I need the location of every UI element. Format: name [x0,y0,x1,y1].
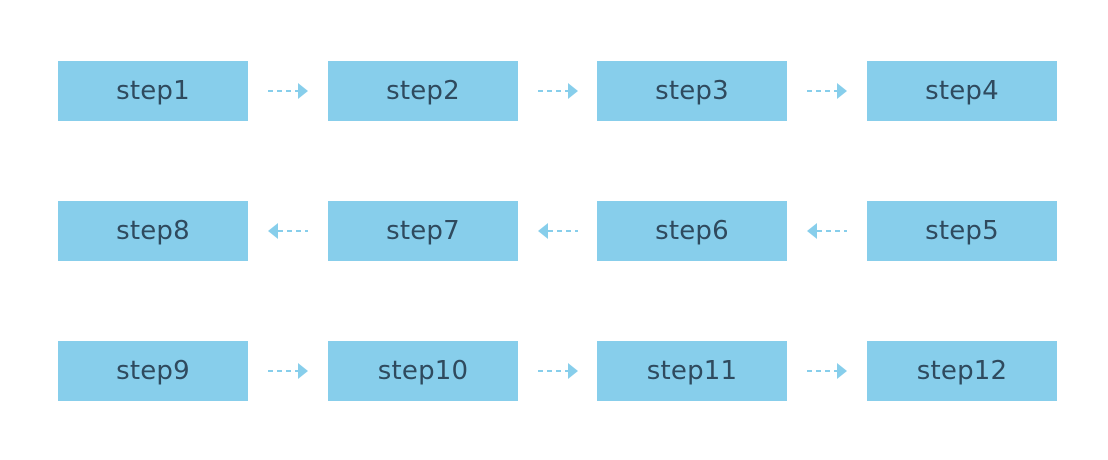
arrow-head [807,223,817,239]
arrow-left-icon [537,221,578,241]
arrow-right-icon [807,81,847,101]
arrow-right-icon [807,361,847,381]
arrow-right-icon [537,81,578,101]
step-box-step2: step2 [328,61,518,121]
step-box-step6: step6 [597,201,787,261]
arrow-head [837,363,847,379]
step-box-step9: step9 [58,341,248,401]
arrow-head [537,223,548,239]
arrow-head [298,83,308,99]
step-box-step11: step11 [597,341,787,401]
arrow-head [298,363,308,379]
arrow-head [837,83,847,99]
step-box-step8: step8 [58,201,248,261]
step-box-step4: step4 [867,61,1057,121]
arrow-right-icon [268,81,308,101]
step-box-step12: step12 [867,341,1057,401]
arrow-right-icon [537,361,578,381]
arrow-left-icon [268,221,308,241]
arrow-head [567,363,578,379]
step-box-step5: step5 [867,201,1057,261]
arrow-head [567,83,578,99]
arrow-head [268,223,278,239]
step-box-step3: step3 [597,61,787,121]
arrow-left-icon [807,221,847,241]
arrow-right-icon [268,361,308,381]
step-box-step7: step7 [328,201,518,261]
step-box-step1: step1 [58,61,248,121]
step-box-step10: step10 [328,341,518,401]
